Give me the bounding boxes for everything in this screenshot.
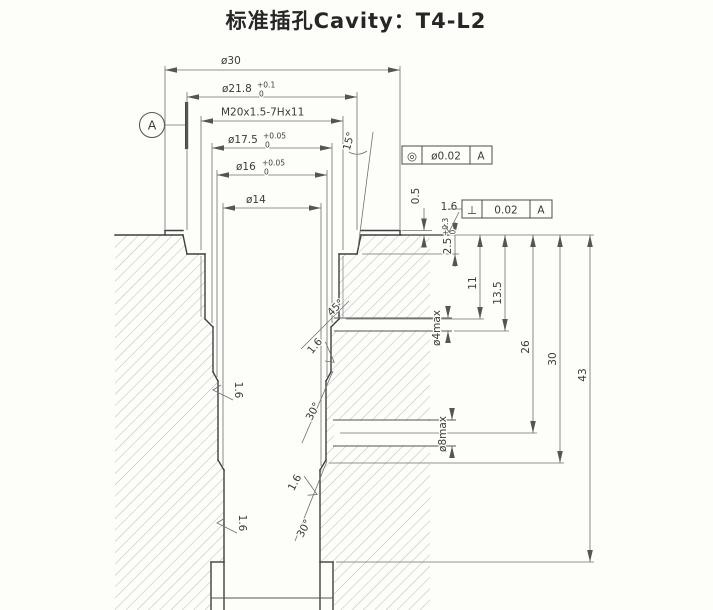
dim-d25: 2.5 +0.3 0 xyxy=(440,216,459,267)
concentricity-icon: ◎ xyxy=(407,149,417,163)
side-hole-small-void xyxy=(336,318,452,331)
dim-d05-text: 0.5 xyxy=(410,188,422,205)
dim-angle-30-upper-text: 30° xyxy=(304,401,323,423)
dim-d21-8-upper-tol: +0.1 xyxy=(257,81,275,90)
fcf-perpendicularity-datum: A xyxy=(537,205,545,217)
roughness-top-surface: 1.6 xyxy=(439,200,460,233)
perpendicularity-icon: ⊥ xyxy=(467,203,477,217)
page-title: 标准插孔Cavity：T4-L2 xyxy=(226,9,487,33)
dim-d21-8: ø21.8 +0.1 0 xyxy=(187,79,357,100)
dim-d30-text: ø30 xyxy=(221,55,241,67)
roughness-wall-lower: 1.6 xyxy=(216,513,249,534)
datum-label: A xyxy=(148,118,157,133)
dim-d25-lower-tol: 0 xyxy=(449,230,458,235)
fcf-perpendicularity: ⊥ 0.02 A xyxy=(448,199,553,219)
dim-d21-8-text: ø21.8 xyxy=(222,83,252,95)
dim-d17-5-upper-tol: +0.05 xyxy=(263,132,286,141)
dim-d43-text: 43 xyxy=(577,368,589,381)
roughness-value: 1.6 xyxy=(286,472,305,493)
dim-d16-upper-tol: +0.05 xyxy=(262,159,285,168)
dim-thread-text: M20x1.5-7Hx11 xyxy=(221,107,304,119)
fcf-concentricity-value: ø0.02 xyxy=(431,151,461,163)
dim-d4max: ø4max xyxy=(430,306,451,347)
roughness-value: 1.6 xyxy=(441,201,458,213)
fcf-perpendicularity-value: 0.02 xyxy=(494,205,517,217)
thread-crest-lines xyxy=(200,256,344,317)
dim-extension-lines-top xyxy=(164,66,401,466)
roughness-value: 1.6 xyxy=(232,382,244,399)
dim-d16-text: ø16 xyxy=(236,161,256,173)
roughness-value: 1.6 xyxy=(236,515,248,532)
dim-d26-text: 26 xyxy=(520,340,532,354)
dim-d14: ø14 xyxy=(223,193,321,211)
roughness-wall-upper: 1.6 xyxy=(212,380,245,401)
dim-d11-text: 11 xyxy=(467,276,479,289)
dim-d16: ø16 +0.05 0 xyxy=(217,157,327,178)
dim-d25-text: 2.5 xyxy=(442,238,454,255)
dim-d4max-text: ø4max xyxy=(431,310,443,346)
dim-d21-8-lower-tol: 0 xyxy=(259,90,264,99)
dim-d11: 11 xyxy=(466,235,483,319)
dim-d17-5: ø17.5 +0.05 0 xyxy=(212,130,332,151)
dim-d135: 13.5 xyxy=(491,235,508,331)
datum-feature: A xyxy=(138,102,189,149)
dim-d8max-text: ø8max xyxy=(437,416,449,452)
dim-d135-text: 13.5 xyxy=(492,281,504,304)
dim-d05: 0.5 xyxy=(409,186,427,248)
side-holes xyxy=(333,317,456,447)
dim-d8max: ø8max xyxy=(436,408,455,458)
dim-d16-lower-tol: 0 xyxy=(264,168,269,177)
fcf-concentricity-datum: A xyxy=(477,151,485,163)
dim-angle-30-lower-text: 30° xyxy=(295,518,314,540)
roughness-value: 1.6 xyxy=(305,336,325,357)
dim-d14-text: ø14 xyxy=(246,194,266,206)
dim-thread: M20x1.5-7Hx11 xyxy=(201,105,343,124)
dim-d30-depth-text: 30 xyxy=(547,352,559,365)
dim-d30: ø30 xyxy=(165,54,400,73)
dim-d30-depth: 30 xyxy=(546,235,563,463)
fcf-concentricity: ◎ ø0.02 A xyxy=(401,145,493,165)
dim-d26: 26 xyxy=(519,235,536,433)
dim-d17-5-text: ø17.5 xyxy=(228,134,258,146)
dim-d17-5-lower-tol: 0 xyxy=(265,141,270,150)
section-hatching xyxy=(115,235,456,610)
dim-d43: 43 xyxy=(576,235,593,562)
